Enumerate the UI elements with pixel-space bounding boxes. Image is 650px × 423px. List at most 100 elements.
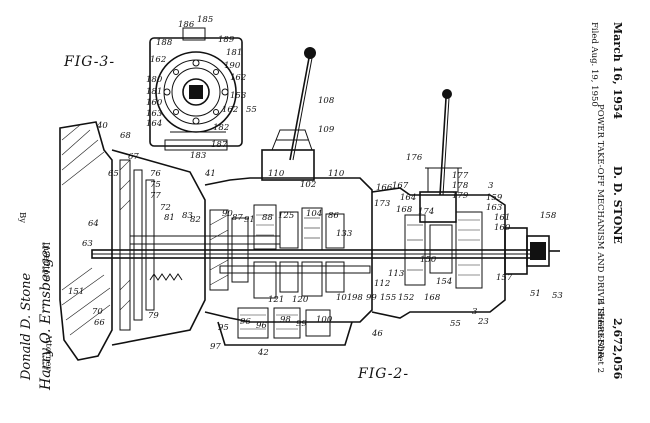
oil-pan-gears <box>237 307 331 339</box>
attorney-caption: Attorney <box>43 333 53 372</box>
fig3-label: 163 <box>146 109 162 119</box>
fig3-label: 186 <box>178 20 195 30</box>
fig2-label: 168 <box>424 293 441 303</box>
fig2-label: 41 <box>204 169 216 179</box>
by-label: By <box>17 212 27 223</box>
fig2-label: 76 <box>150 169 161 179</box>
fig3-hub <box>182 78 210 106</box>
fig2-label: 75 <box>150 180 161 190</box>
flywheel-housing-hatch <box>61 124 111 336</box>
fig2-label: 121 <box>268 295 284 305</box>
pto-lever <box>439 97 447 196</box>
fig2-label: 96 <box>256 321 267 331</box>
fig2-label: 113 <box>388 269 404 279</box>
attorney-signature: Harry O. Ernsberger <box>38 242 54 391</box>
fig2-label: 66 <box>94 318 105 328</box>
filed-date: Filed Aug. 19, 1950 <box>589 22 599 107</box>
fig3-label: 180 <box>146 75 163 85</box>
fig2-label: 155 <box>380 293 396 303</box>
fig2-label: 151 <box>68 287 84 297</box>
fig2-label: 64 <box>88 219 99 229</box>
fig3-label: 183 <box>190 151 206 161</box>
fig2-label: 72 <box>160 203 171 213</box>
shift-tower <box>261 149 315 181</box>
fig3-label: 160 <box>146 98 163 108</box>
fig2-label: 97 <box>210 342 221 352</box>
fig-2-caption: FIG-2- <box>357 366 409 382</box>
fig3-label: 182 <box>213 123 229 133</box>
patent-date: March 16, 1954 <box>611 22 624 120</box>
pto-gears <box>404 211 483 289</box>
fig2-label: 91 <box>244 215 255 225</box>
fig2-label: 133 <box>336 229 352 239</box>
fig2-label: 51 <box>530 289 541 299</box>
fig2-label: 53 <box>552 291 563 301</box>
fig3-bolt-holes <box>163 59 229 125</box>
fig2-label: 67 <box>128 152 139 162</box>
fig3-label: 162 <box>222 105 238 115</box>
fig2-label: 158 <box>540 211 557 221</box>
pto-lever-knob <box>442 89 452 99</box>
fig2-label: 63 <box>82 239 93 249</box>
fig3-label: 162 <box>150 55 166 65</box>
clutch-pressure-plates <box>119 159 155 331</box>
clutch-spring <box>149 273 183 281</box>
fig2-label: 81 <box>164 213 175 223</box>
fig3-label: 190 <box>224 61 241 71</box>
fig2-label: 163 <box>486 203 502 213</box>
fig2-label: 95 <box>218 323 229 333</box>
fig2-label: 40 <box>96 121 108 131</box>
fig2-label: 3 <box>472 307 477 317</box>
fig3-label: 181 <box>146 87 162 97</box>
fig2-label: 110 <box>328 169 345 179</box>
fig2-label: 68 <box>120 131 131 141</box>
fig2-label: 99 <box>366 293 377 303</box>
fig2-label: 176 <box>406 153 423 163</box>
shift-boot <box>271 129 313 151</box>
fig2-label: 102 <box>300 180 316 190</box>
fig2-label: 112 <box>374 279 390 289</box>
fig2-label: 125 <box>278 211 294 221</box>
inventor-caption: Inventor <box>41 242 51 280</box>
fig2-label: 152 <box>398 293 414 303</box>
fig2-label: 87 <box>232 213 243 223</box>
fig2-label: 174 <box>418 207 434 217</box>
fig3-label: 181 <box>226 48 242 58</box>
fig3-label: 189 <box>218 35 235 45</box>
fig2-label: 120 <box>292 295 309 305</box>
fig2-label: 110 <box>268 169 285 179</box>
inventor-name: D. D. STONE <box>611 166 624 244</box>
fig2-label: 104 <box>306 209 322 219</box>
gear-shift-lever <box>289 57 310 161</box>
fig3-housing <box>149 37 243 147</box>
fig2-label: 164 <box>400 193 416 203</box>
fig3-label: 55 <box>246 105 257 115</box>
fig2-label: 99 <box>296 319 307 329</box>
fig3-label: 162 <box>230 73 246 83</box>
fig2-label: 168 <box>396 205 413 215</box>
fig2-label: 42 <box>257 348 269 358</box>
flywheel-housing <box>59 121 113 361</box>
signature-block: Donald D. Stone Inventor By Harry O. Ern… <box>17 212 54 391</box>
fig2-label: 109 <box>318 125 335 135</box>
fig2-label: 159 <box>486 193 503 203</box>
gear-shift-knob <box>304 47 316 59</box>
fig3-label: 153 <box>230 91 246 101</box>
fig2-label: 3 <box>488 181 493 191</box>
fig2-label: 177 <box>452 171 469 181</box>
fig3-label: 187 <box>211 140 228 150</box>
fig-3-labels: 185 186 188 189 162 181 180 181 190 160 … <box>146 15 257 161</box>
fig-3-drawing <box>149 27 243 151</box>
fig2-label: 98 <box>352 293 363 303</box>
patent-number: 2,672,056 <box>611 318 624 380</box>
fig2-label: 90 <box>222 209 233 219</box>
patent-title: POWER TAKE-OFF MECHANISM AND DRIVE THERE… <box>595 104 605 359</box>
fig3-top-boss <box>182 27 206 41</box>
fig2-label: 96 <box>240 317 251 327</box>
fig2-label: 108 <box>318 96 335 106</box>
fig3-ring-3 <box>171 67 221 117</box>
fig2-label: 46 <box>371 329 383 339</box>
fig2-label: 70 <box>92 307 103 317</box>
fig2-label: 55 <box>450 319 461 329</box>
